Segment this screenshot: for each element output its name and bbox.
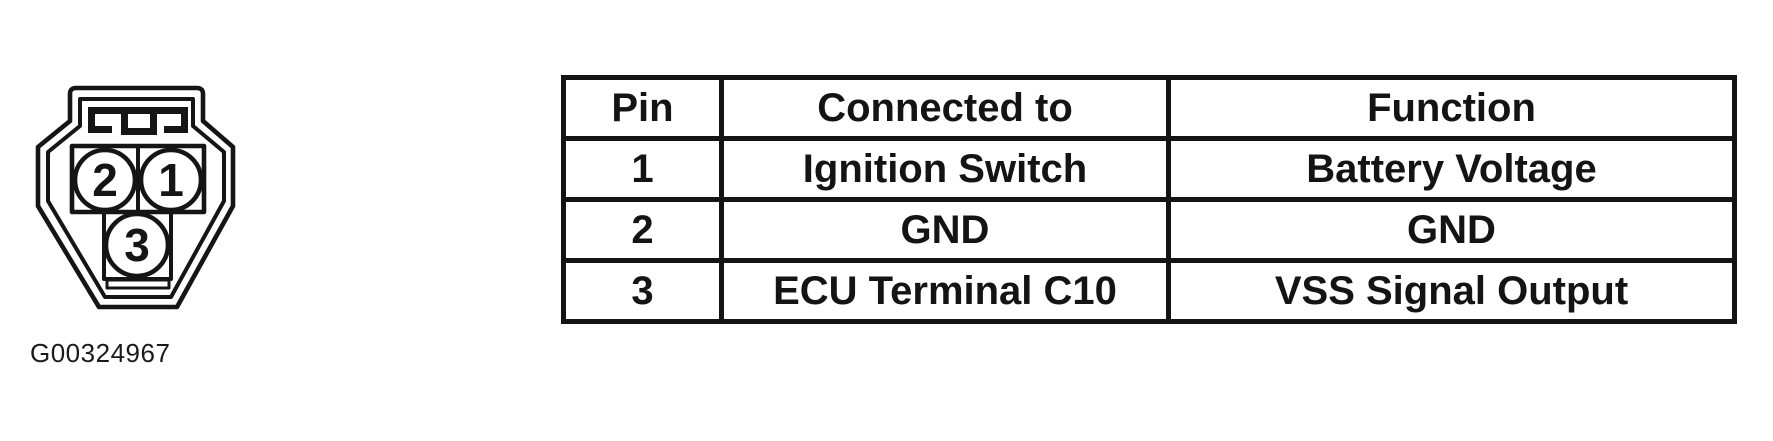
pin-cavity-2 [72, 147, 138, 213]
pin-cavity-3 [103, 211, 171, 279]
pin-label-2: 2 [92, 154, 118, 206]
column-header-connected-to: Connected to [719, 75, 1171, 141]
connected-to-cell: GND [719, 197, 1171, 263]
connector-outer-outline [35, 85, 236, 310]
pin-cell: 1 [561, 136, 724, 202]
figure-id-label: G00324967 [30, 338, 171, 368]
table-row: 3 ECU Terminal C10 VSS Signal Output [561, 258, 1737, 324]
function-cell: GND [1166, 197, 1737, 263]
pin-cell: 3 [561, 258, 724, 324]
column-header-pin: Pin [561, 75, 724, 141]
table-row: 2 GND GND [561, 197, 1737, 263]
pin-label-3: 3 [124, 219, 150, 271]
pin-cavity-1 [138, 147, 204, 213]
connected-to-cell: Ignition Switch [719, 136, 1171, 202]
column-header-function: Function [1166, 75, 1737, 141]
pin-cell: 2 [561, 197, 724, 263]
connector-diagram: 2 1 3 [35, 85, 236, 310]
pin-label-1: 1 [158, 154, 184, 206]
table-header-row: Pin Connected to Function [561, 75, 1737, 141]
pin-housing-lower-band [105, 278, 171, 290]
pinout-table: Pin Connected to Function 1 Ignition Swi… [561, 75, 1737, 324]
table-row: 1 Ignition Switch Battery Voltage [561, 136, 1737, 202]
function-cell: VSS Signal Output [1166, 258, 1737, 324]
connector-latch [88, 107, 188, 135]
connector-inner-outline [46, 97, 226, 299]
connected-to-cell: ECU Terminal C10 [719, 258, 1171, 324]
function-cell: Battery Voltage [1166, 136, 1737, 202]
